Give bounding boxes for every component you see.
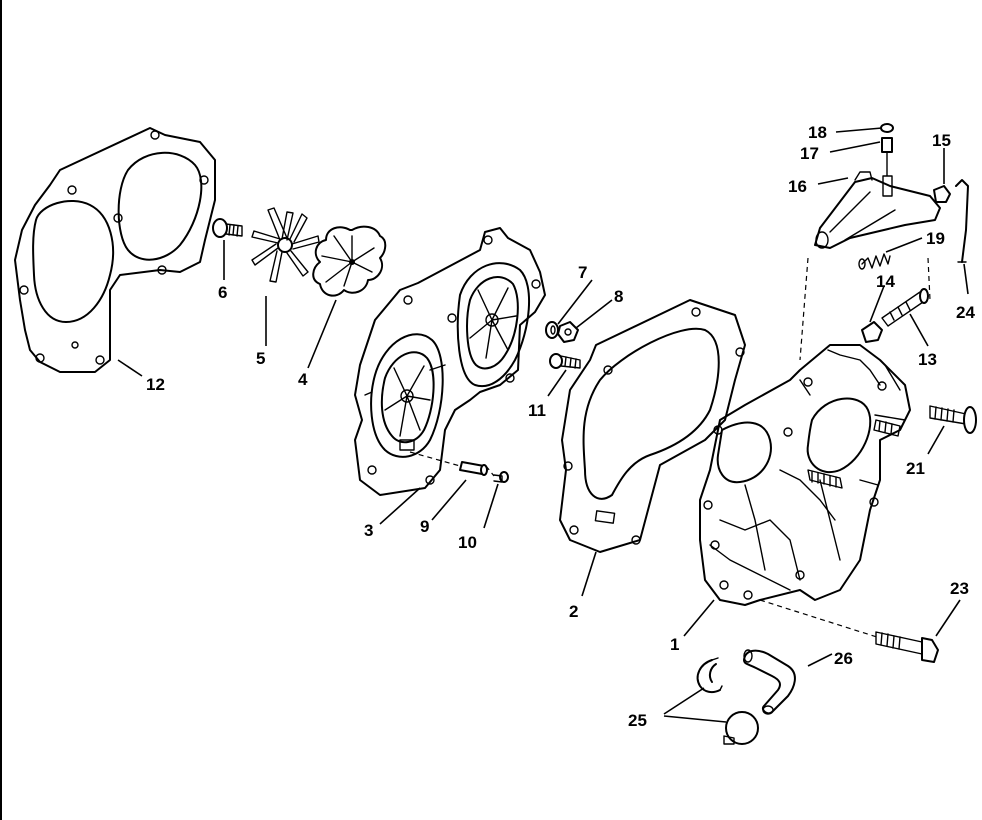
callout-17: 17 — [800, 144, 819, 163]
leader-lines — [117, 127, 969, 723]
callout-24: 24 — [956, 303, 975, 322]
part-26-hose — [743, 649, 796, 715]
callout-19: 19 — [926, 229, 945, 248]
callout-2: 2 — [569, 602, 578, 621]
part-13-screw — [881, 288, 929, 327]
assembly-lines — [409, 257, 931, 639]
callout-7: 7 — [578, 263, 587, 282]
callout-23: 23 — [950, 579, 969, 598]
part-3-plate — [354, 227, 546, 496]
part-5-impeller — [251, 207, 320, 283]
part-25-cap — [723, 711, 759, 745]
part-4-disc — [312, 225, 387, 297]
part-7-washer — [545, 321, 559, 339]
callout-10: 10 — [458, 533, 477, 552]
callout-25: 25 — [628, 711, 647, 730]
part-15-nut — [933, 185, 951, 203]
callout-3: 3 — [364, 521, 373, 540]
callout-18: 18 — [808, 123, 827, 142]
part-1-housing — [699, 344, 911, 606]
part-18-clip — [880, 123, 894, 133]
callout-16: 16 — [788, 177, 807, 196]
part-24-rod — [955, 179, 969, 263]
part-8-nut — [557, 321, 579, 343]
callout-4: 4 — [298, 370, 308, 389]
part-6-screw — [212, 218, 243, 238]
part-17-pin — [881, 137, 893, 197]
callout-11: 11 — [528, 401, 546, 420]
callout-13: 13 — [918, 350, 937, 369]
callout-9: 9 — [420, 517, 429, 536]
part-9-pin — [459, 461, 488, 476]
part-11-screw — [549, 353, 581, 369]
part-2-gasket — [559, 299, 746, 553]
part-23-bolt — [875, 631, 939, 663]
part-19-spring — [858, 253, 891, 270]
callout-26: 26 — [834, 649, 853, 668]
callout-6: 6 — [218, 283, 227, 302]
callout-12: 12 — [146, 375, 165, 394]
callout-1: 1 — [670, 635, 679, 654]
callout-21: 21 — [906, 459, 925, 478]
callout-5: 5 — [256, 349, 265, 368]
part-14-nut — [861, 321, 883, 343]
part-10-screw — [493, 471, 509, 483]
callout-15: 15 — [932, 131, 951, 150]
callout-14: 14 — [876, 272, 895, 291]
callout-8: 8 — [614, 287, 623, 306]
part-25-clip — [696, 657, 723, 694]
callout-labels: 1 2 3 4 5 6 7 8 9 10 11 12 13 14 15 16 1… — [146, 123, 975, 730]
part-21-screw — [929, 405, 977, 434]
part-12-gasket — [14, 127, 216, 373]
part-16-lever — [814, 171, 941, 249]
